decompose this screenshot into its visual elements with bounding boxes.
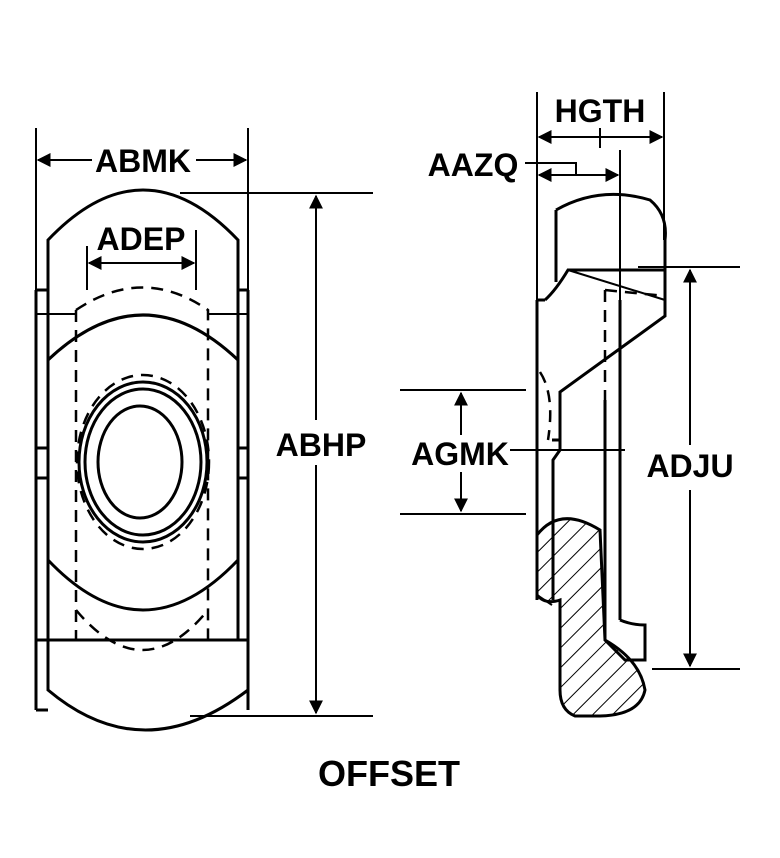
label-abmk: ABMK	[95, 143, 191, 179]
section-hatch	[535, 517, 647, 718]
side-view	[400, 92, 740, 718]
side-head-upper	[552, 192, 667, 442]
label-adju: ADJU	[646, 448, 733, 484]
outer-ring	[77, 380, 209, 544]
label-hgth: HGTH	[555, 93, 646, 129]
caption-offset: OFFSET	[318, 753, 460, 794]
label-abhp: ABHP	[276, 427, 367, 463]
ball-outline	[46, 313, 240, 362]
bore-hole	[96, 404, 184, 520]
label-aazq: AAZQ	[428, 147, 519, 183]
label-agmk: AGMK	[411, 436, 509, 472]
hidden-race	[74, 286, 210, 652]
label-adep: ADEP	[97, 221, 186, 257]
front-body-outline	[46, 188, 240, 290]
front-view	[34, 128, 373, 732]
